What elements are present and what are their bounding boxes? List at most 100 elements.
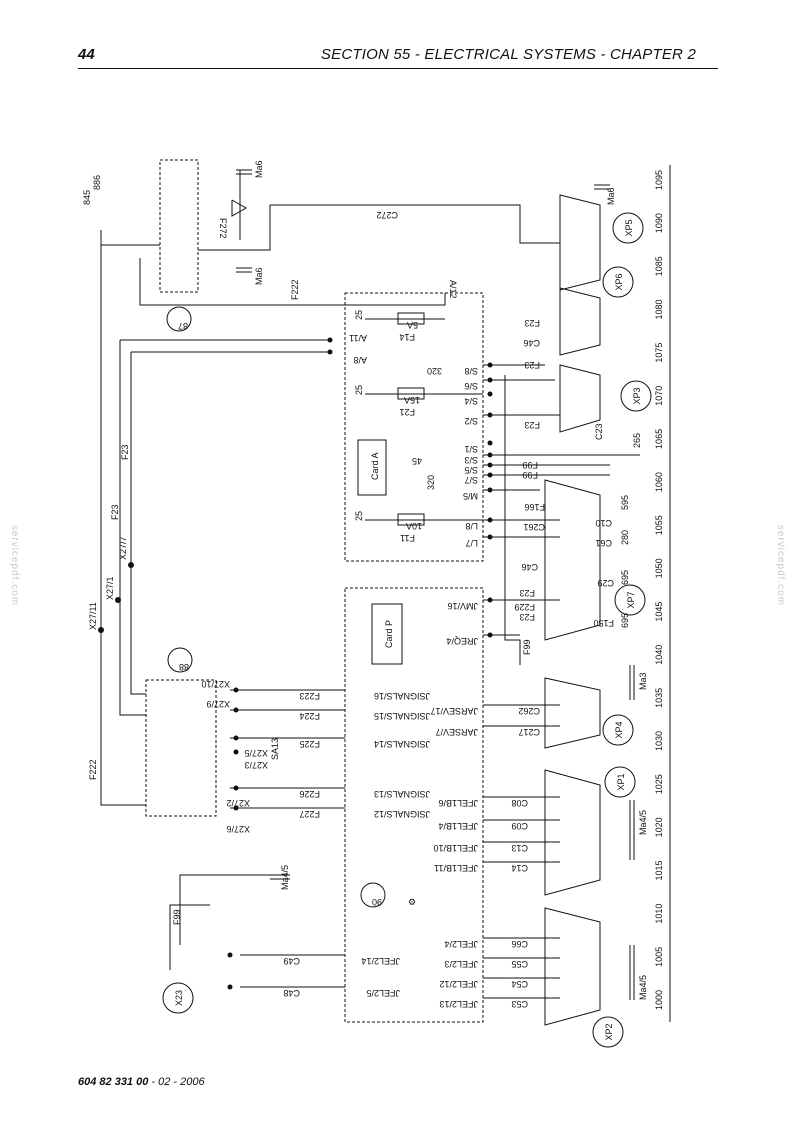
section-title: SECTION 55 - ELECTRICAL SYSTEMS - CHAPTE… xyxy=(320,46,696,63)
conn-x27-5: X27/5 xyxy=(244,748,268,758)
conn-x27-7: X27/7 xyxy=(118,536,128,560)
conn-x27-6: X27/6 xyxy=(226,824,250,834)
wire-label-f23-g: F23 xyxy=(519,612,535,622)
diode-f272 xyxy=(231,199,248,217)
relay-sa13: SA13 xyxy=(270,738,280,760)
ground-ma45-c: Ma4/5 xyxy=(280,865,290,890)
wire-label-c217: C217 xyxy=(518,727,540,737)
wire-label-f222-b: F222 xyxy=(88,759,98,780)
xp5-outline xyxy=(559,194,601,291)
relay-box-top xyxy=(159,159,199,293)
axis-tick-label: 1020 xyxy=(654,817,664,837)
wire-label-c54: C54 xyxy=(511,979,528,989)
pin-jmv16: JMV/16 xyxy=(447,601,478,611)
fuse-f21-name: F21 xyxy=(399,407,415,417)
axis-tick-label: 1085 xyxy=(654,256,664,276)
axis-tick-label: 1060 xyxy=(654,472,664,492)
card-a-label-box xyxy=(357,439,387,496)
wire-f99-long xyxy=(504,375,521,665)
axis-tick-label: 1090 xyxy=(654,213,664,233)
pin-a8: A/8 xyxy=(353,355,367,365)
wnum-886: 886 xyxy=(92,175,102,190)
pin-jfel2-14: JFEL2/14 xyxy=(361,956,400,966)
axis-tick-label: 1080 xyxy=(654,299,664,319)
wire-87 xyxy=(139,258,446,306)
wire-x23-ground xyxy=(179,874,290,945)
wire-c272 xyxy=(198,204,560,251)
wire-label-f23-d: F23 xyxy=(524,420,540,430)
pin-jsig12: JSIGNALS/12 xyxy=(374,809,430,819)
ground-ma6-c: Ma6 xyxy=(606,187,616,205)
wire-label-c13: C13 xyxy=(511,843,528,853)
wnum-265: 265 xyxy=(632,433,642,448)
wire-label-c53: C53 xyxy=(511,999,528,1009)
wire-label-c23: C23 xyxy=(594,423,604,440)
ground-ma6-a: Ma6 xyxy=(254,160,264,178)
pin-jarsev7: JARSEV/7 xyxy=(435,727,478,737)
wire-label-c46-b: C46 xyxy=(521,562,538,572)
conn-x27-9: X27/9 xyxy=(206,699,230,709)
circle-xp1 xyxy=(604,766,636,798)
fuse-f21-rating: 15A xyxy=(404,395,420,405)
wire-label-f99-c: F99 xyxy=(522,639,532,655)
wire-label-f23-a: F23 xyxy=(120,444,130,460)
fuse-f11-name: F11 xyxy=(400,533,415,543)
axis-tick-label: 1000 xyxy=(654,990,664,1010)
pin-m5: M/5 xyxy=(463,491,478,501)
wire-f222-top xyxy=(100,230,146,806)
card-p-icon-label: ⚙ xyxy=(408,897,416,907)
pin-a11: A/11 xyxy=(349,333,367,343)
wnum-320-b: 320 xyxy=(426,475,436,490)
doc-number: 604 82 331 00 xyxy=(78,1076,149,1088)
label-xp3: XP3 xyxy=(632,387,642,404)
axis-tick-label: 1035 xyxy=(654,688,664,708)
ground-ma3: Ma3 xyxy=(638,672,648,690)
fuse-f14-rating: 5A xyxy=(407,320,418,330)
wire-label-f225: F225 xyxy=(299,739,320,749)
pin-jfel1b6: JFEL1B/6 xyxy=(438,798,478,808)
card-p-box xyxy=(344,587,484,1023)
label-88: 88 xyxy=(179,662,189,672)
pin-s3: S/3 xyxy=(464,455,478,465)
wire-label-f99-a: F99 xyxy=(522,460,538,470)
wire-label-f99-d: F99 xyxy=(172,909,182,925)
wnum-845: 845 xyxy=(82,190,92,205)
wire-label-c66: C66 xyxy=(511,939,528,949)
wnum-25-b: 25 xyxy=(354,385,364,395)
pin-s1: S/1 xyxy=(464,444,478,454)
circle-xp6 xyxy=(602,266,634,298)
pin-jfel2-13: JFEL2/13 xyxy=(439,999,478,1009)
wire-label-f23-e: F23 xyxy=(110,504,120,520)
conn-x27-11: X27/11 xyxy=(88,602,98,630)
labels: Card A Card P 87 88 90 X23 XP1 XP2 XP3 X… xyxy=(82,160,648,1040)
wire-label-f150: F150 xyxy=(593,618,614,628)
wire-label-c09: C09 xyxy=(511,821,528,831)
page-header: 44 SECTION 55 - ELECTRICAL SYSTEMS - CHA… xyxy=(78,42,718,69)
circle-xp3 xyxy=(620,380,652,412)
label-90: 90 xyxy=(372,897,382,907)
pin-l8: L/8 xyxy=(465,521,478,531)
wnum-45: 45 xyxy=(412,456,422,466)
wire-f23-a8 xyxy=(130,352,146,695)
relay-f272: F272 xyxy=(218,218,228,239)
xp3-outline xyxy=(559,364,601,433)
pin-jfel1b4: JFEL1B/4 xyxy=(438,821,478,831)
pin-jsig16: JSIGNALS/16 xyxy=(374,691,430,701)
pin-jfel2-12: JFEL2/12 xyxy=(439,979,478,989)
wire-label-c61: C61 xyxy=(595,538,612,548)
wnum-695-a: 695 xyxy=(620,570,630,585)
wire-x23-f99 xyxy=(169,904,210,970)
wire-label-f226: F226 xyxy=(299,789,320,799)
wire-label-f23-c: F23 xyxy=(524,360,540,370)
circle-xp2 xyxy=(592,1016,624,1048)
conn-x27-10: X27/10 xyxy=(201,679,230,689)
pin-s4: S/4 xyxy=(464,396,478,406)
card-p-label: Card P xyxy=(384,620,394,648)
wire-label-c261: C261 xyxy=(523,522,545,532)
wire-label-f222-a: F222 xyxy=(290,279,300,300)
wnum-595: 595 xyxy=(620,495,630,510)
axis-tick-label: 1070 xyxy=(654,386,664,406)
wnum-320-a: 320 xyxy=(427,366,442,376)
page-number: 44 xyxy=(78,46,95,63)
